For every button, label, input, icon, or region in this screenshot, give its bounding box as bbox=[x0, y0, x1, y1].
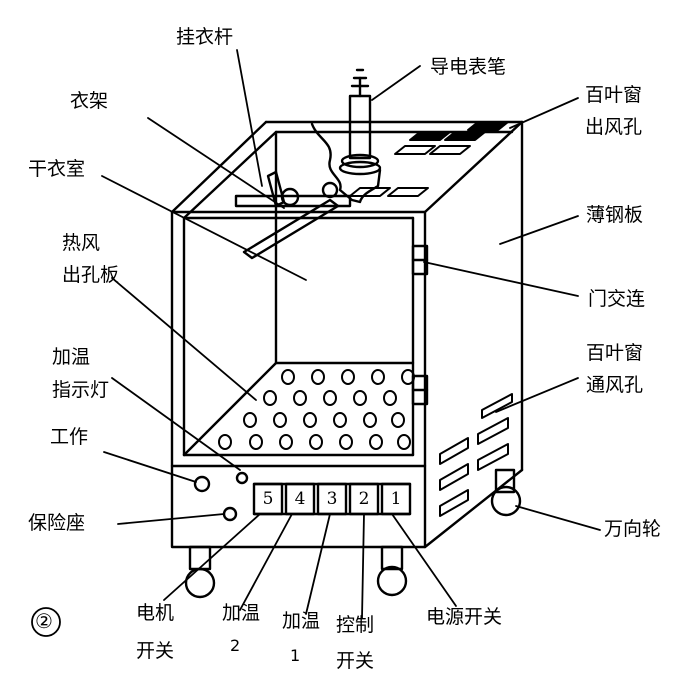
label-heat1-line1: 加温 bbox=[282, 610, 321, 632]
switch-number-5: 5 bbox=[262, 489, 274, 509]
label-louver-vent-line1: 百叶窗 bbox=[586, 342, 644, 364]
indicator-lights bbox=[193, 471, 249, 522]
label-louver-vent-line2: 通风孔 bbox=[586, 374, 644, 396]
leader-lines bbox=[101, 49, 601, 619]
switch-number-1: 1 bbox=[390, 489, 402, 509]
label-thin-steel: 薄钢板 bbox=[586, 204, 644, 226]
figure-number: ② bbox=[35, 609, 53, 633]
label-motor-switch-line2: 开关 bbox=[136, 640, 175, 662]
figure-number-circle bbox=[31, 607, 61, 637]
switch-number-2: 2 bbox=[358, 489, 370, 509]
label-hanger: 衣架 bbox=[70, 90, 109, 112]
label-drying-room: 干衣室 bbox=[28, 158, 86, 180]
label-heating-light-line1: 加温 bbox=[52, 346, 91, 368]
hanger-assembly bbox=[234, 170, 352, 260]
label-hanger-rod: 挂衣杆 bbox=[176, 26, 234, 48]
label-heat1-line2: 1 bbox=[290, 646, 301, 665]
casters bbox=[184, 468, 522, 599]
label-power-switch: 电源开关 bbox=[426, 606, 503, 628]
top-cutaway bbox=[310, 122, 382, 204]
label-motor-switch-line1: 电机 bbox=[136, 602, 175, 624]
door-hinges bbox=[411, 244, 429, 406]
label-louver-outlet-line2: 出风孔 bbox=[585, 116, 643, 138]
label-contact-pen: 导电表笔 bbox=[430, 56, 507, 78]
hot-air-holes bbox=[218, 369, 415, 450]
label-heating-light-line2: 指示灯 bbox=[52, 379, 110, 401]
label-control-switch-line2: 开关 bbox=[336, 650, 375, 672]
label-caster: 万向轮 bbox=[604, 518, 662, 540]
label-door-hinge: 门交连 bbox=[588, 288, 646, 310]
label-hot-air-line1: 热风 bbox=[62, 232, 101, 254]
switch-panel bbox=[252, 482, 412, 516]
contact-pen bbox=[338, 68, 382, 176]
label-work: 工作 bbox=[50, 426, 89, 448]
switch-number-4: 4 bbox=[294, 489, 306, 509]
label-fuse-holder: 保险座 bbox=[28, 512, 86, 534]
label-heat2-line2: 2 bbox=[230, 636, 241, 655]
label-control-switch-line1: 控制 bbox=[336, 614, 375, 636]
label-louver-outlet-line1: 百叶窗 bbox=[585, 84, 643, 106]
label-heat2-line1: 加温 bbox=[222, 602, 261, 624]
top-louvers bbox=[349, 121, 509, 197]
side-louvers bbox=[439, 393, 513, 517]
switch-number-3: 3 bbox=[326, 489, 338, 509]
label-hot-air-line2: 出孔板 bbox=[62, 264, 120, 286]
